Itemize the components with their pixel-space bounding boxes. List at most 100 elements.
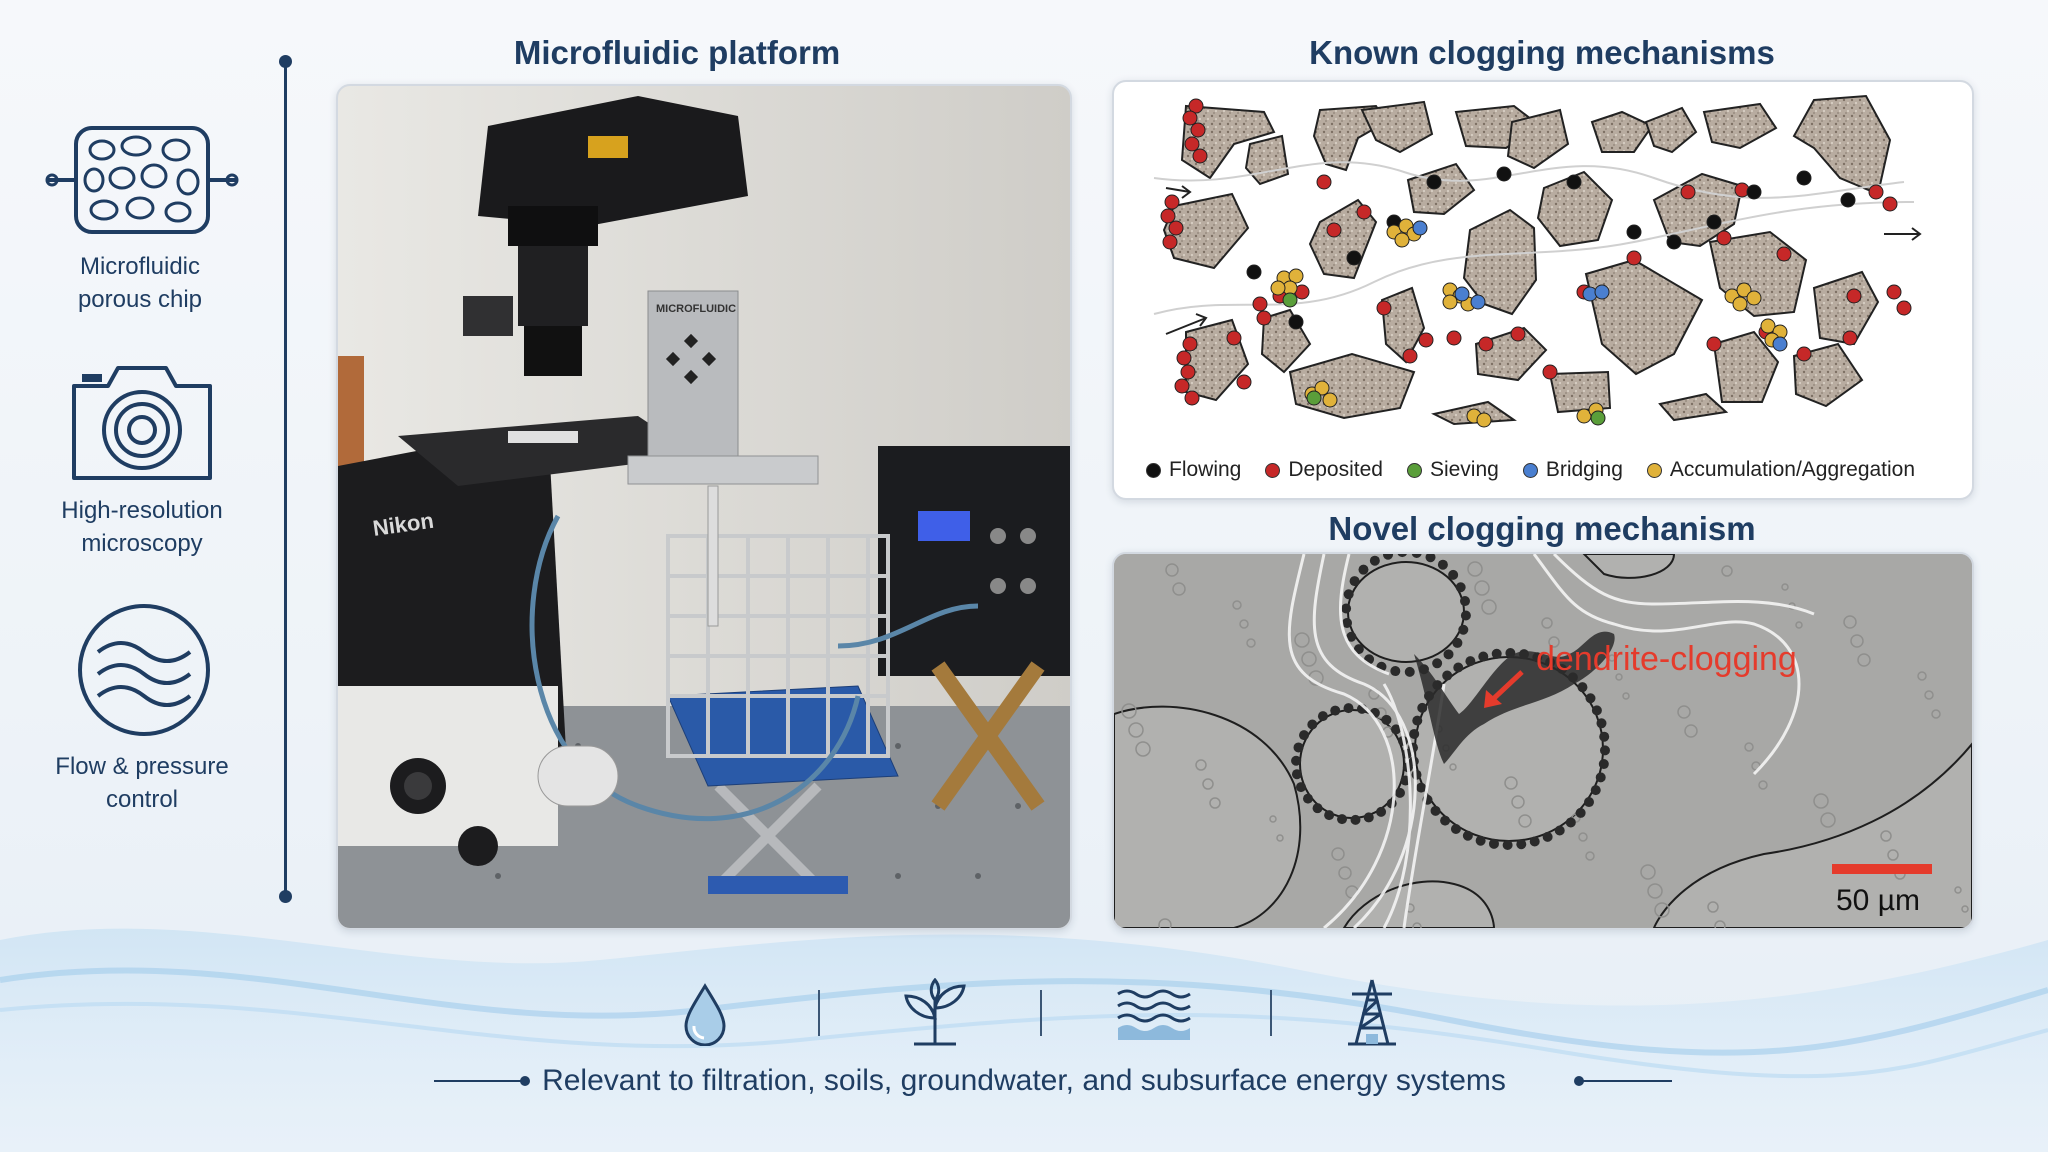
particle-61 xyxy=(1270,280,1286,296)
micro-particle-33 xyxy=(1529,836,1540,847)
particle-86 xyxy=(1590,410,1606,426)
micro-particle-72 xyxy=(1443,649,1454,660)
bubble-35 xyxy=(1615,673,1623,681)
micro-particle-17 xyxy=(1330,705,1341,716)
micro-particle-69 xyxy=(1598,759,1609,770)
grain-8 xyxy=(1792,94,1892,196)
camera-icon xyxy=(72,366,212,480)
bubble-68 xyxy=(1843,615,1857,629)
bubble-43 xyxy=(1850,634,1864,648)
particle-38 xyxy=(1316,174,1332,190)
micro-particle-26 xyxy=(1595,772,1606,783)
bubble-49 xyxy=(1813,793,1829,809)
micro-particle-37 xyxy=(1475,835,1486,846)
particle-88 xyxy=(1454,286,1470,302)
micro-particle-34 xyxy=(1516,839,1527,850)
bubble-31 xyxy=(1924,690,1934,700)
bubble-25 xyxy=(1961,905,1969,913)
grain-14 xyxy=(1462,208,1538,316)
sidebar-divider-cap-top xyxy=(279,55,292,68)
bubble-54 xyxy=(1640,864,1656,880)
micro-particle-71 xyxy=(1452,637,1463,648)
particle-90 xyxy=(1594,284,1610,300)
micro-particle-67 xyxy=(1599,731,1610,742)
micro-particle-14 xyxy=(1299,730,1310,741)
micro-particle-54 xyxy=(1465,656,1476,667)
particle-27 xyxy=(1796,346,1812,362)
particle-55 xyxy=(1746,184,1762,200)
micro-particle-56 xyxy=(1491,648,1502,659)
plant-sprout-icon xyxy=(904,978,966,1046)
legend-item-sieving: Sieving xyxy=(1406,458,1499,482)
micro-particle-41 xyxy=(1430,805,1441,816)
micro-particle-8 xyxy=(1312,803,1323,814)
grain-27 xyxy=(1658,392,1729,422)
micro-particle-91 xyxy=(1437,559,1448,570)
micro-particle-1 xyxy=(1394,787,1405,798)
particle-21 xyxy=(1510,326,1526,342)
micro-particle-55 xyxy=(1478,651,1489,662)
micro-particle-43 xyxy=(1416,782,1427,793)
micro-particle-13 xyxy=(1293,742,1304,753)
dendrite-clogging-label: dendrite-clogging xyxy=(1536,640,1797,678)
particle-3 xyxy=(1184,136,1200,152)
micro-particle-76 xyxy=(1390,666,1401,677)
grain-4 xyxy=(1506,108,1570,170)
particle-68 xyxy=(1442,294,1458,310)
particle-46 xyxy=(1288,314,1304,330)
legend-label: Deposited xyxy=(1288,458,1383,481)
bubble-50 xyxy=(1954,886,1962,894)
bubble-15 xyxy=(1449,763,1457,771)
bubble-47 xyxy=(1541,617,1553,629)
known-mechanisms-title: Known clogging mechanisms xyxy=(1309,34,1775,71)
legend-dot xyxy=(1522,462,1538,478)
bubble-44 xyxy=(1128,722,1144,738)
bubble-4 xyxy=(1654,902,1670,918)
particle-52 xyxy=(1626,224,1642,240)
grain-21 xyxy=(1380,286,1426,364)
bubble-55 xyxy=(1781,583,1789,591)
legend-item-accumulation-aggregation: Accumulation/Aggregation xyxy=(1646,458,1915,482)
particle-50 xyxy=(1496,166,1512,182)
bubble-20 xyxy=(1276,834,1284,842)
bubble-45 xyxy=(1269,815,1277,823)
particle-24 xyxy=(1626,250,1642,266)
bubble-42 xyxy=(1714,920,1726,928)
bubble-53 xyxy=(1504,776,1518,790)
micro-particle-16 xyxy=(1317,711,1328,722)
micro-particle-65 xyxy=(1591,705,1602,716)
micro-particle-7 xyxy=(1324,810,1335,821)
micro-particle-3 xyxy=(1376,806,1387,817)
particle-59 xyxy=(1288,268,1304,284)
particle-40 xyxy=(1356,204,1372,220)
bubble-0 xyxy=(1114,554,1118,558)
footer-rule-right-dot xyxy=(1574,1076,1584,1086)
platform-title: Microfluidic platform xyxy=(513,34,841,71)
particle-73 xyxy=(1732,296,1748,312)
particle-39 xyxy=(1326,222,1342,238)
grain-7 xyxy=(1702,102,1778,150)
bubble-9 xyxy=(1481,599,1497,615)
particle-12 xyxy=(1174,378,1190,394)
bubble-51 xyxy=(1232,600,1242,610)
micro-particle-36 xyxy=(1488,838,1499,849)
groundwater-waves-icon xyxy=(1117,989,1191,1040)
legend-item-deposited: Deposited xyxy=(1265,458,1383,482)
micro-particle-11 xyxy=(1291,769,1302,780)
particle-1 xyxy=(1182,110,1198,126)
micro-particle-88 xyxy=(1397,554,1407,558)
bubble-26 xyxy=(1239,619,1249,629)
particle-7 xyxy=(1168,220,1184,236)
micro-particle-9 xyxy=(1302,793,1313,804)
bubble-38 xyxy=(1165,563,1179,577)
footer-separator-1 xyxy=(818,990,820,1036)
micro-particle-12 xyxy=(1291,755,1302,766)
particle-56 xyxy=(1796,170,1812,186)
particle-84 xyxy=(1282,292,1298,308)
novel-mechanism-micrograph: dendrite-clogging 50 µm xyxy=(1112,552,1974,930)
grain-18 xyxy=(1185,318,1250,402)
micro-particle-27 xyxy=(1590,785,1601,796)
